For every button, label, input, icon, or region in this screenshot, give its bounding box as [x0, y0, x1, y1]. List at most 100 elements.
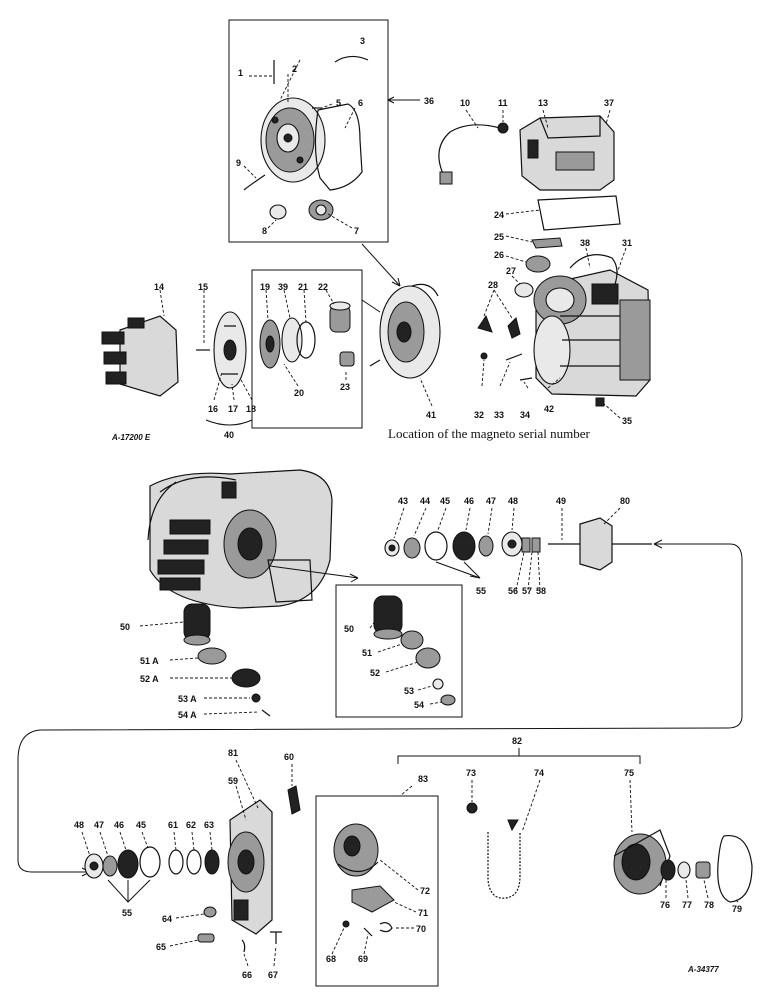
callout-35: 35: [622, 416, 632, 426]
callout-52a: 52 A: [140, 674, 159, 684]
distributor-disk-part: [213, 311, 247, 389]
spring-part: [432, 678, 444, 690]
contact-button-part: [440, 694, 456, 706]
end-plate-part: [227, 799, 273, 935]
plug-part-73: [466, 802, 478, 814]
callout-48-bottom: 48: [74, 820, 84, 830]
callout-53a: 53 A: [178, 694, 197, 704]
grommet-part: [400, 630, 424, 650]
callout-51a: 51 A: [140, 656, 159, 666]
callout-47: 47: [486, 496, 496, 506]
serial-number-caption: Location of the magneto serial number: [388, 426, 590, 441]
roller-bearing-part-46: [117, 849, 139, 879]
callout-72: 72: [420, 886, 430, 896]
callout-44: 44: [420, 496, 430, 506]
callout-5: 5: [336, 98, 341, 108]
callout-23: 23: [340, 382, 350, 392]
callout-17: 17: [228, 404, 238, 414]
callout-27: 27: [506, 266, 516, 276]
callout-59: 59: [228, 776, 238, 786]
cover-gasket-part: [537, 195, 621, 231]
figure-id-top: A-17200 E: [111, 433, 151, 442]
callout-63: 63: [204, 820, 214, 830]
callout-7: 7: [354, 226, 359, 236]
callout-13: 13: [538, 98, 548, 108]
callout-14: 14: [154, 282, 164, 292]
callout-58: 58: [536, 586, 546, 596]
condenser-clip-part: [514, 282, 534, 298]
callout-3: 3: [360, 36, 365, 46]
inset-box-terminal: [335, 584, 463, 718]
callout-31: 31: [622, 238, 632, 248]
callout-46-bottom: 46: [114, 820, 124, 830]
rivet-part-68: [342, 920, 350, 928]
roller-bearing-part: [452, 531, 476, 561]
callout-75: 75: [624, 768, 634, 778]
nut-part-78: [695, 861, 711, 879]
callout-26: 26: [494, 250, 504, 260]
gasket-part: [314, 103, 363, 191]
pawl-part: [351, 885, 395, 913]
bushing-part: [281, 317, 303, 363]
callout-66: 66: [242, 970, 252, 980]
shim-part-62: [186, 849, 202, 875]
callout-46: 46: [464, 496, 474, 506]
callout-65: 65: [156, 942, 166, 952]
callout-45: 45: [440, 496, 450, 506]
callout-labels: 1 2 3 5 6 36 10 11 13 37 9 8 7 24 25 26 …: [74, 36, 742, 980]
rotor-shaft-part: [548, 517, 652, 571]
callout-70: 70: [416, 924, 426, 934]
pin-part-65: [197, 933, 215, 943]
bearing-cup-part: [424, 531, 448, 561]
lead-wire-part: [438, 124, 501, 181]
callout-76: 76: [660, 900, 670, 910]
callout-54: 54: [414, 700, 424, 710]
callout-33: 33: [494, 410, 504, 420]
figure-id-bottom: A-34377: [687, 965, 719, 974]
callout-36: 36: [424, 96, 434, 106]
impulse-plate-part: [333, 823, 379, 877]
callout-22: 22: [318, 282, 328, 292]
callout-37: 37: [604, 98, 614, 108]
callout-25: 25: [494, 232, 504, 242]
callout-71: 71: [418, 908, 428, 918]
callout-81: 81: [228, 748, 238, 758]
nut-part-56: [521, 537, 531, 553]
callout-67: 67: [268, 970, 278, 980]
callout-32: 32: [474, 410, 484, 420]
callout-9: 9: [236, 158, 241, 168]
terminal-tower-part: [183, 603, 211, 646]
callout-50-left: 50: [120, 622, 130, 632]
bearing-ring-part: [403, 537, 421, 559]
gear-part: [259, 319, 281, 369]
callout-11: 11: [498, 98, 508, 108]
callout-83: 83: [418, 774, 428, 784]
clip-part-60: [287, 785, 301, 815]
callout-78: 78: [704, 900, 714, 910]
callout-8: 8: [262, 226, 267, 236]
terminal-clip-part-2: [507, 317, 521, 339]
shim-part-63: [204, 849, 220, 875]
callout-10: 10: [460, 98, 470, 108]
callout-20: 20: [294, 388, 304, 398]
callout-54a: 54 A: [178, 710, 197, 720]
screw-plate-part: [595, 397, 605, 407]
group-label-40: 40: [224, 430, 234, 440]
breaker-assembly-part: [369, 283, 441, 379]
magneto-sketch-part: [147, 469, 333, 609]
nut-part: [339, 351, 355, 367]
bearing-part: [329, 301, 351, 333]
drive-spring-part: [487, 832, 521, 899]
washer-part-77: [677, 861, 691, 879]
callout-56: 56: [508, 586, 518, 596]
spring-washer-part: [415, 647, 441, 669]
callout-48: 48: [508, 496, 518, 506]
callout-80: 80: [620, 496, 630, 506]
screw-a-part: [261, 709, 271, 717]
callout-43: 43: [398, 496, 408, 506]
shim-part-61: [168, 849, 184, 875]
grommet-a-part: [197, 647, 227, 665]
spacer-part-47: [102, 855, 118, 877]
callout-18: 18: [246, 404, 256, 414]
